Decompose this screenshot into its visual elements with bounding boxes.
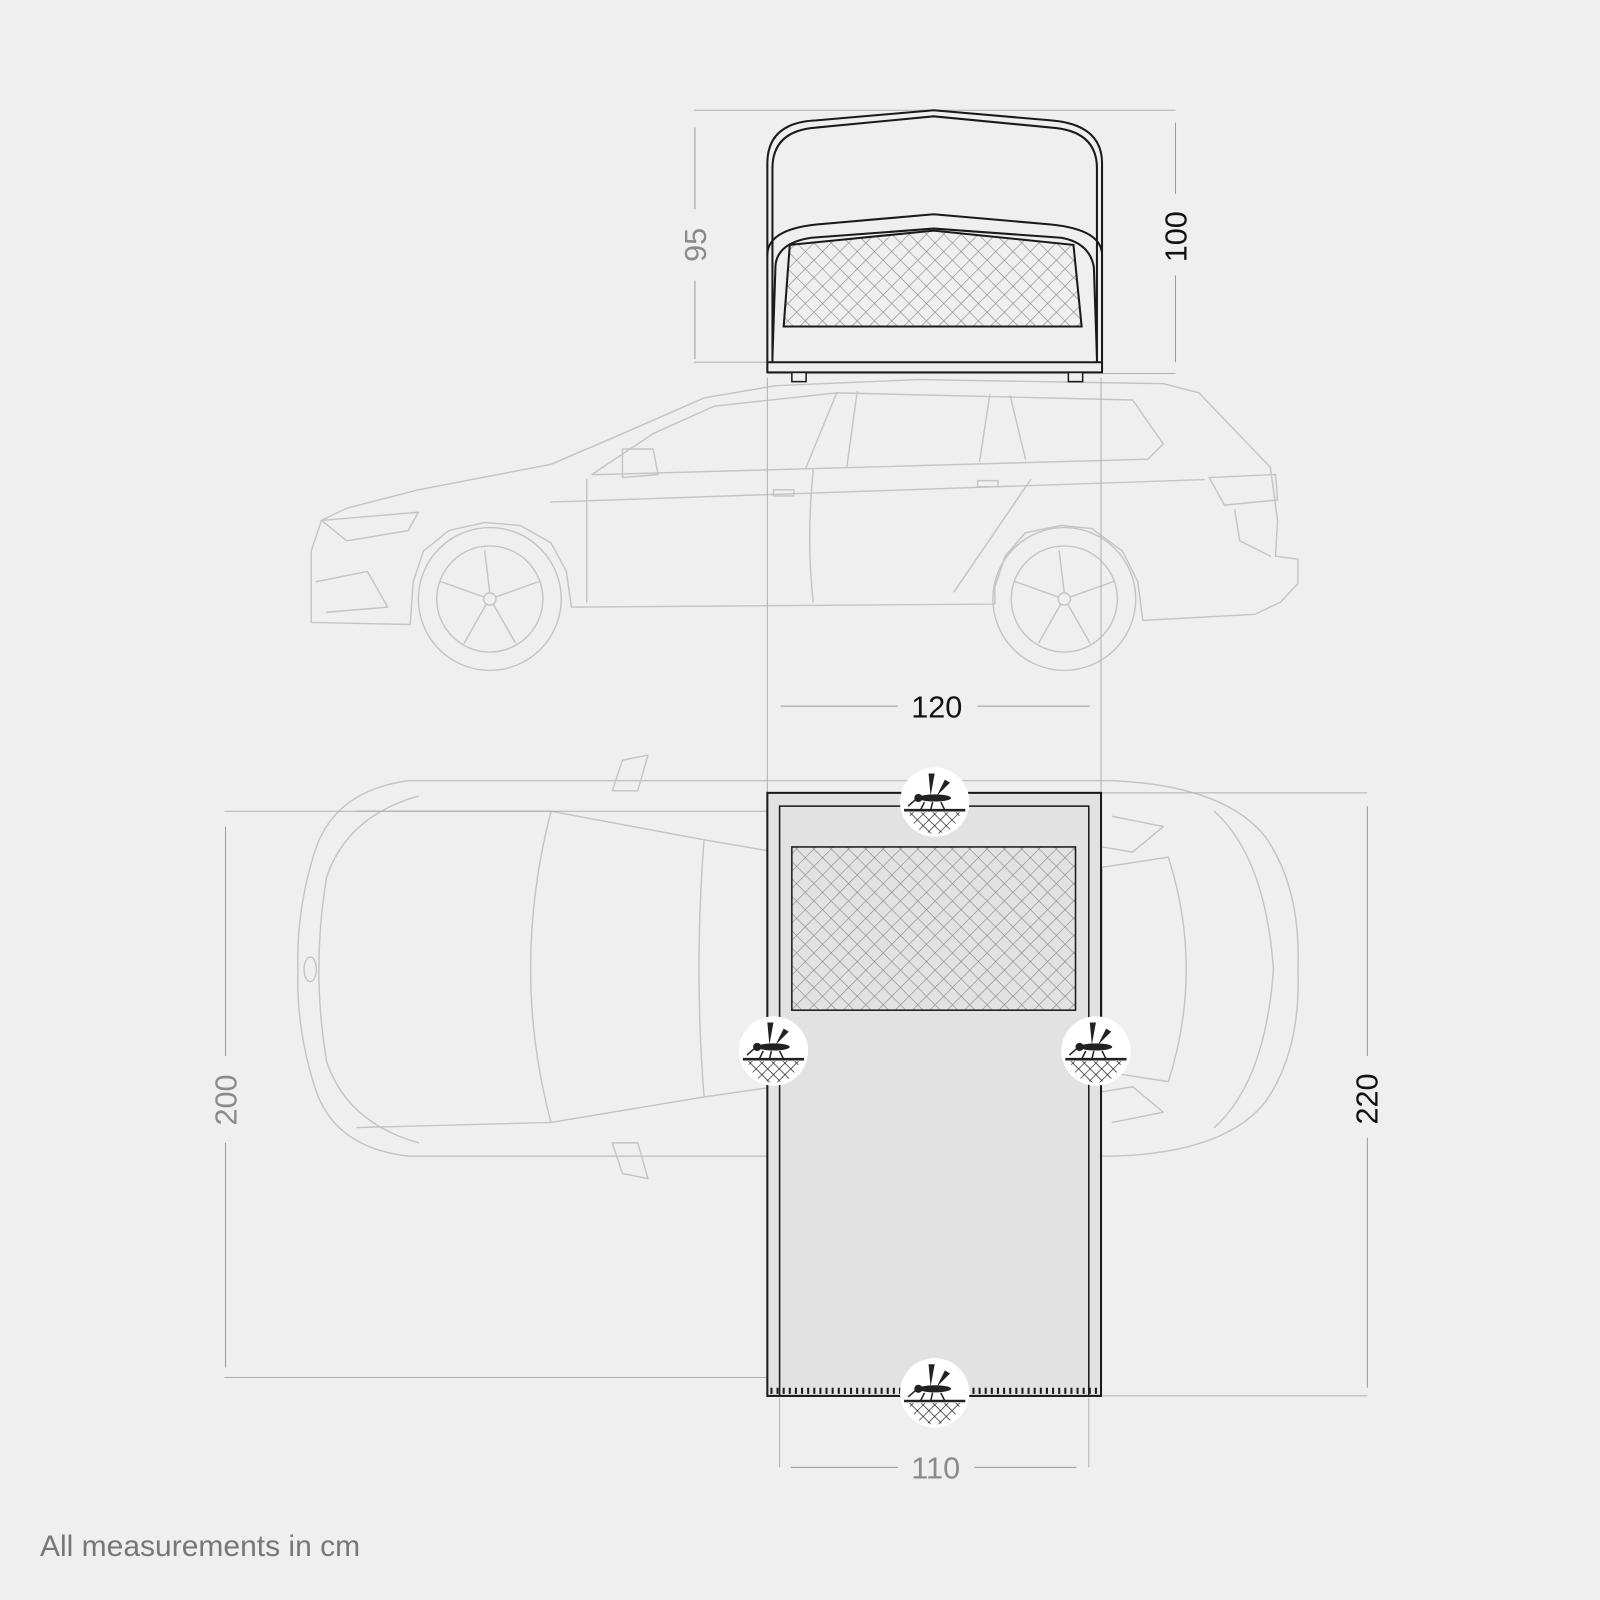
measurement-unit-note: All measurements in cm	[40, 1530, 361, 1563]
dimension-label-95: 95	[679, 228, 713, 262]
mosquito-net-icon	[1059, 1015, 1132, 1087]
mosquito-net-icon	[898, 766, 971, 839]
car-top-view	[297, 754, 1299, 1180]
dimension-label-120: 120	[911, 690, 962, 724]
tent-floor-plan	[766, 791, 1103, 1397]
mosquito-net-icon	[737, 1015, 810, 1087]
dimension-label-100: 100	[1160, 211, 1194, 262]
dimension-label-220: 220	[1351, 1073, 1385, 1124]
dimension-label-200: 200	[210, 1074, 244, 1125]
car-side-view	[310, 378, 1299, 672]
mosquito-net-icon	[898, 1356, 971, 1429]
tent-front-view	[766, 109, 1104, 383]
dimension-label-110: 110	[911, 1452, 960, 1486]
